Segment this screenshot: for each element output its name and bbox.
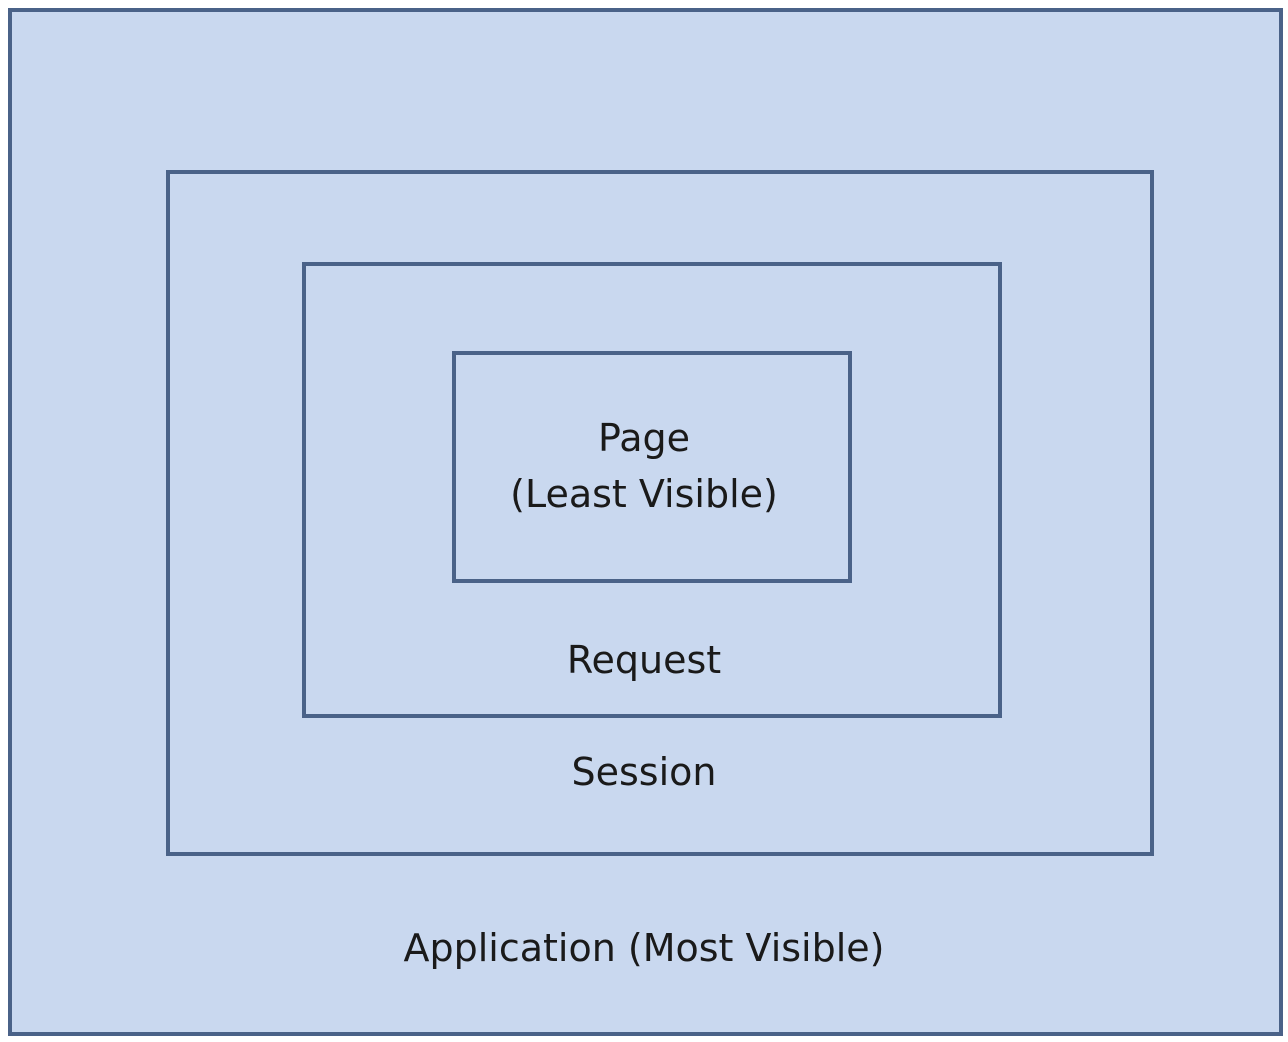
page-scope-label: Page bbox=[598, 416, 690, 460]
application-scope-label: Application (Most Visible) bbox=[403, 926, 885, 970]
page-scope-box bbox=[452, 351, 852, 583]
session-scope-label: Session bbox=[571, 750, 717, 794]
page-scope-sublabel: (Least Visible) bbox=[510, 472, 778, 516]
request-scope-label: Request bbox=[566, 638, 722, 682]
